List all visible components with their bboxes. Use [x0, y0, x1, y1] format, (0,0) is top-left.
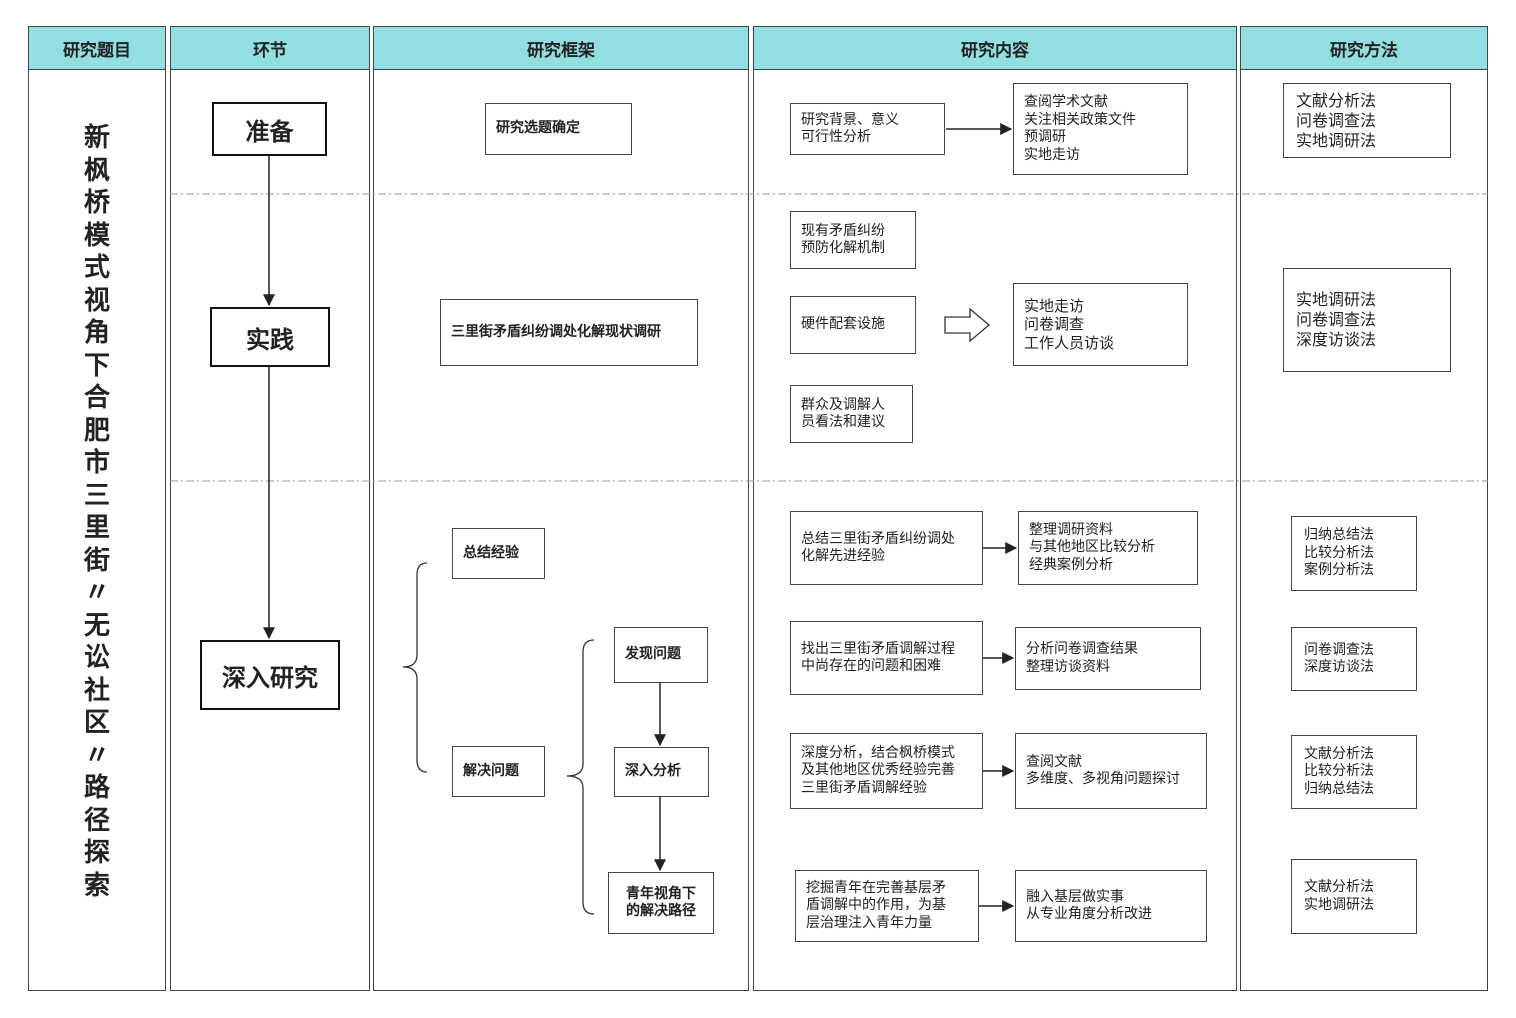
- content-header: 研究内容: [754, 27, 1236, 70]
- stage-prepare: 准备: [212, 102, 327, 156]
- content-grassroots: 融入基层做实事 从专业角度分析改进: [1015, 870, 1207, 942]
- content-deep-exp: 深度分析，结合枫桥模式 及其他地区优秀经验完善 三里街矛盾调解经验: [790, 733, 983, 809]
- framework-header: 研究框架: [374, 27, 748, 70]
- content-analyze-survey: 分析问卷调查结果 整理访谈资料: [1015, 627, 1201, 690]
- framework-topic-select: 研究选题确定: [485, 103, 632, 155]
- method-prepare: 文献分析法 问卷调查法 实地调研法: [1283, 83, 1451, 158]
- framework-deep-analysis: 深入分析: [614, 747, 709, 797]
- stage-column: 环节: [170, 26, 370, 991]
- content-lit-review: 查阅学术文献 关注相关政策文件 预调研 实地走访: [1013, 83, 1188, 175]
- method-youth-path: 文献分析法 实地调研法: [1291, 859, 1417, 934]
- content-field-methods: 实地走访 问卷调查 工作人员访谈: [1013, 283, 1188, 366]
- content-hardware: 硬件配套设施: [790, 296, 916, 354]
- framework-column: 研究框架: [373, 26, 749, 991]
- topic-header: 研究题目: [29, 27, 165, 70]
- inner-brace: [566, 639, 595, 915]
- content-summary-exp: 总结三里街矛盾纠纷调处 化解先进经验: [790, 511, 983, 585]
- framework-summarize: 总结经验: [452, 528, 545, 579]
- method-column: 研究方法: [1240, 26, 1488, 991]
- method-find-problem: 问卷调查法 深度访谈法: [1291, 627, 1417, 691]
- framework-youth-path: 青年视角下 的解决路径: [608, 872, 714, 934]
- stage-header: 环节: [171, 27, 369, 70]
- outer-brace: [402, 562, 428, 773]
- content-find-issues: 找出三里街矛盾调解过程 中尚存在的问题和困难: [790, 621, 983, 695]
- research-topic-title: 新 枫 桥 模 式 视 角 下 合 肥 市 三 里 街 〃 无 讼 社 区 〃 …: [83, 123, 110, 901]
- method-practice: 实地调研法 问卷调查法 深度访谈法: [1283, 268, 1451, 372]
- content-mechanism: 现有矛盾纠纷 预防化解机制: [790, 211, 916, 269]
- content-summary-tasks: 整理调研资料 与其他地区比较分析 经典案例分析: [1018, 511, 1198, 585]
- topic-column: 研究题目: [28, 26, 166, 991]
- framework-status-survey: 三里街矛盾纠纷调处化解现状调研: [440, 299, 698, 366]
- content-multi-view: 查阅文献 多维度、多视角问题探讨: [1015, 733, 1207, 809]
- method-deep-analysis: 文献分析法 比较分析法 归纳总结法: [1291, 735, 1417, 809]
- content-column: 研究内容: [753, 26, 1237, 991]
- content-youth-role: 挖掘青年在完善基层矛 盾调解中的作用，为基 层治理注入青年力量: [795, 870, 979, 942]
- framework-find-problem: 发现问题: [614, 627, 708, 683]
- content-background: 研究背景、意义 可行性分析: [790, 103, 945, 155]
- stage-practice: 实践: [210, 307, 330, 367]
- method-header: 研究方法: [1241, 27, 1487, 70]
- hollow-arrow: [944, 307, 991, 343]
- content-opinions: 群众及调解人 员看法和建议: [790, 385, 913, 443]
- framework-solve: 解决问题: [452, 746, 545, 797]
- method-summarize: 归纳总结法 比较分析法 案例分析法: [1291, 516, 1417, 591]
- stage-deep-research: 深入研究: [200, 640, 340, 710]
